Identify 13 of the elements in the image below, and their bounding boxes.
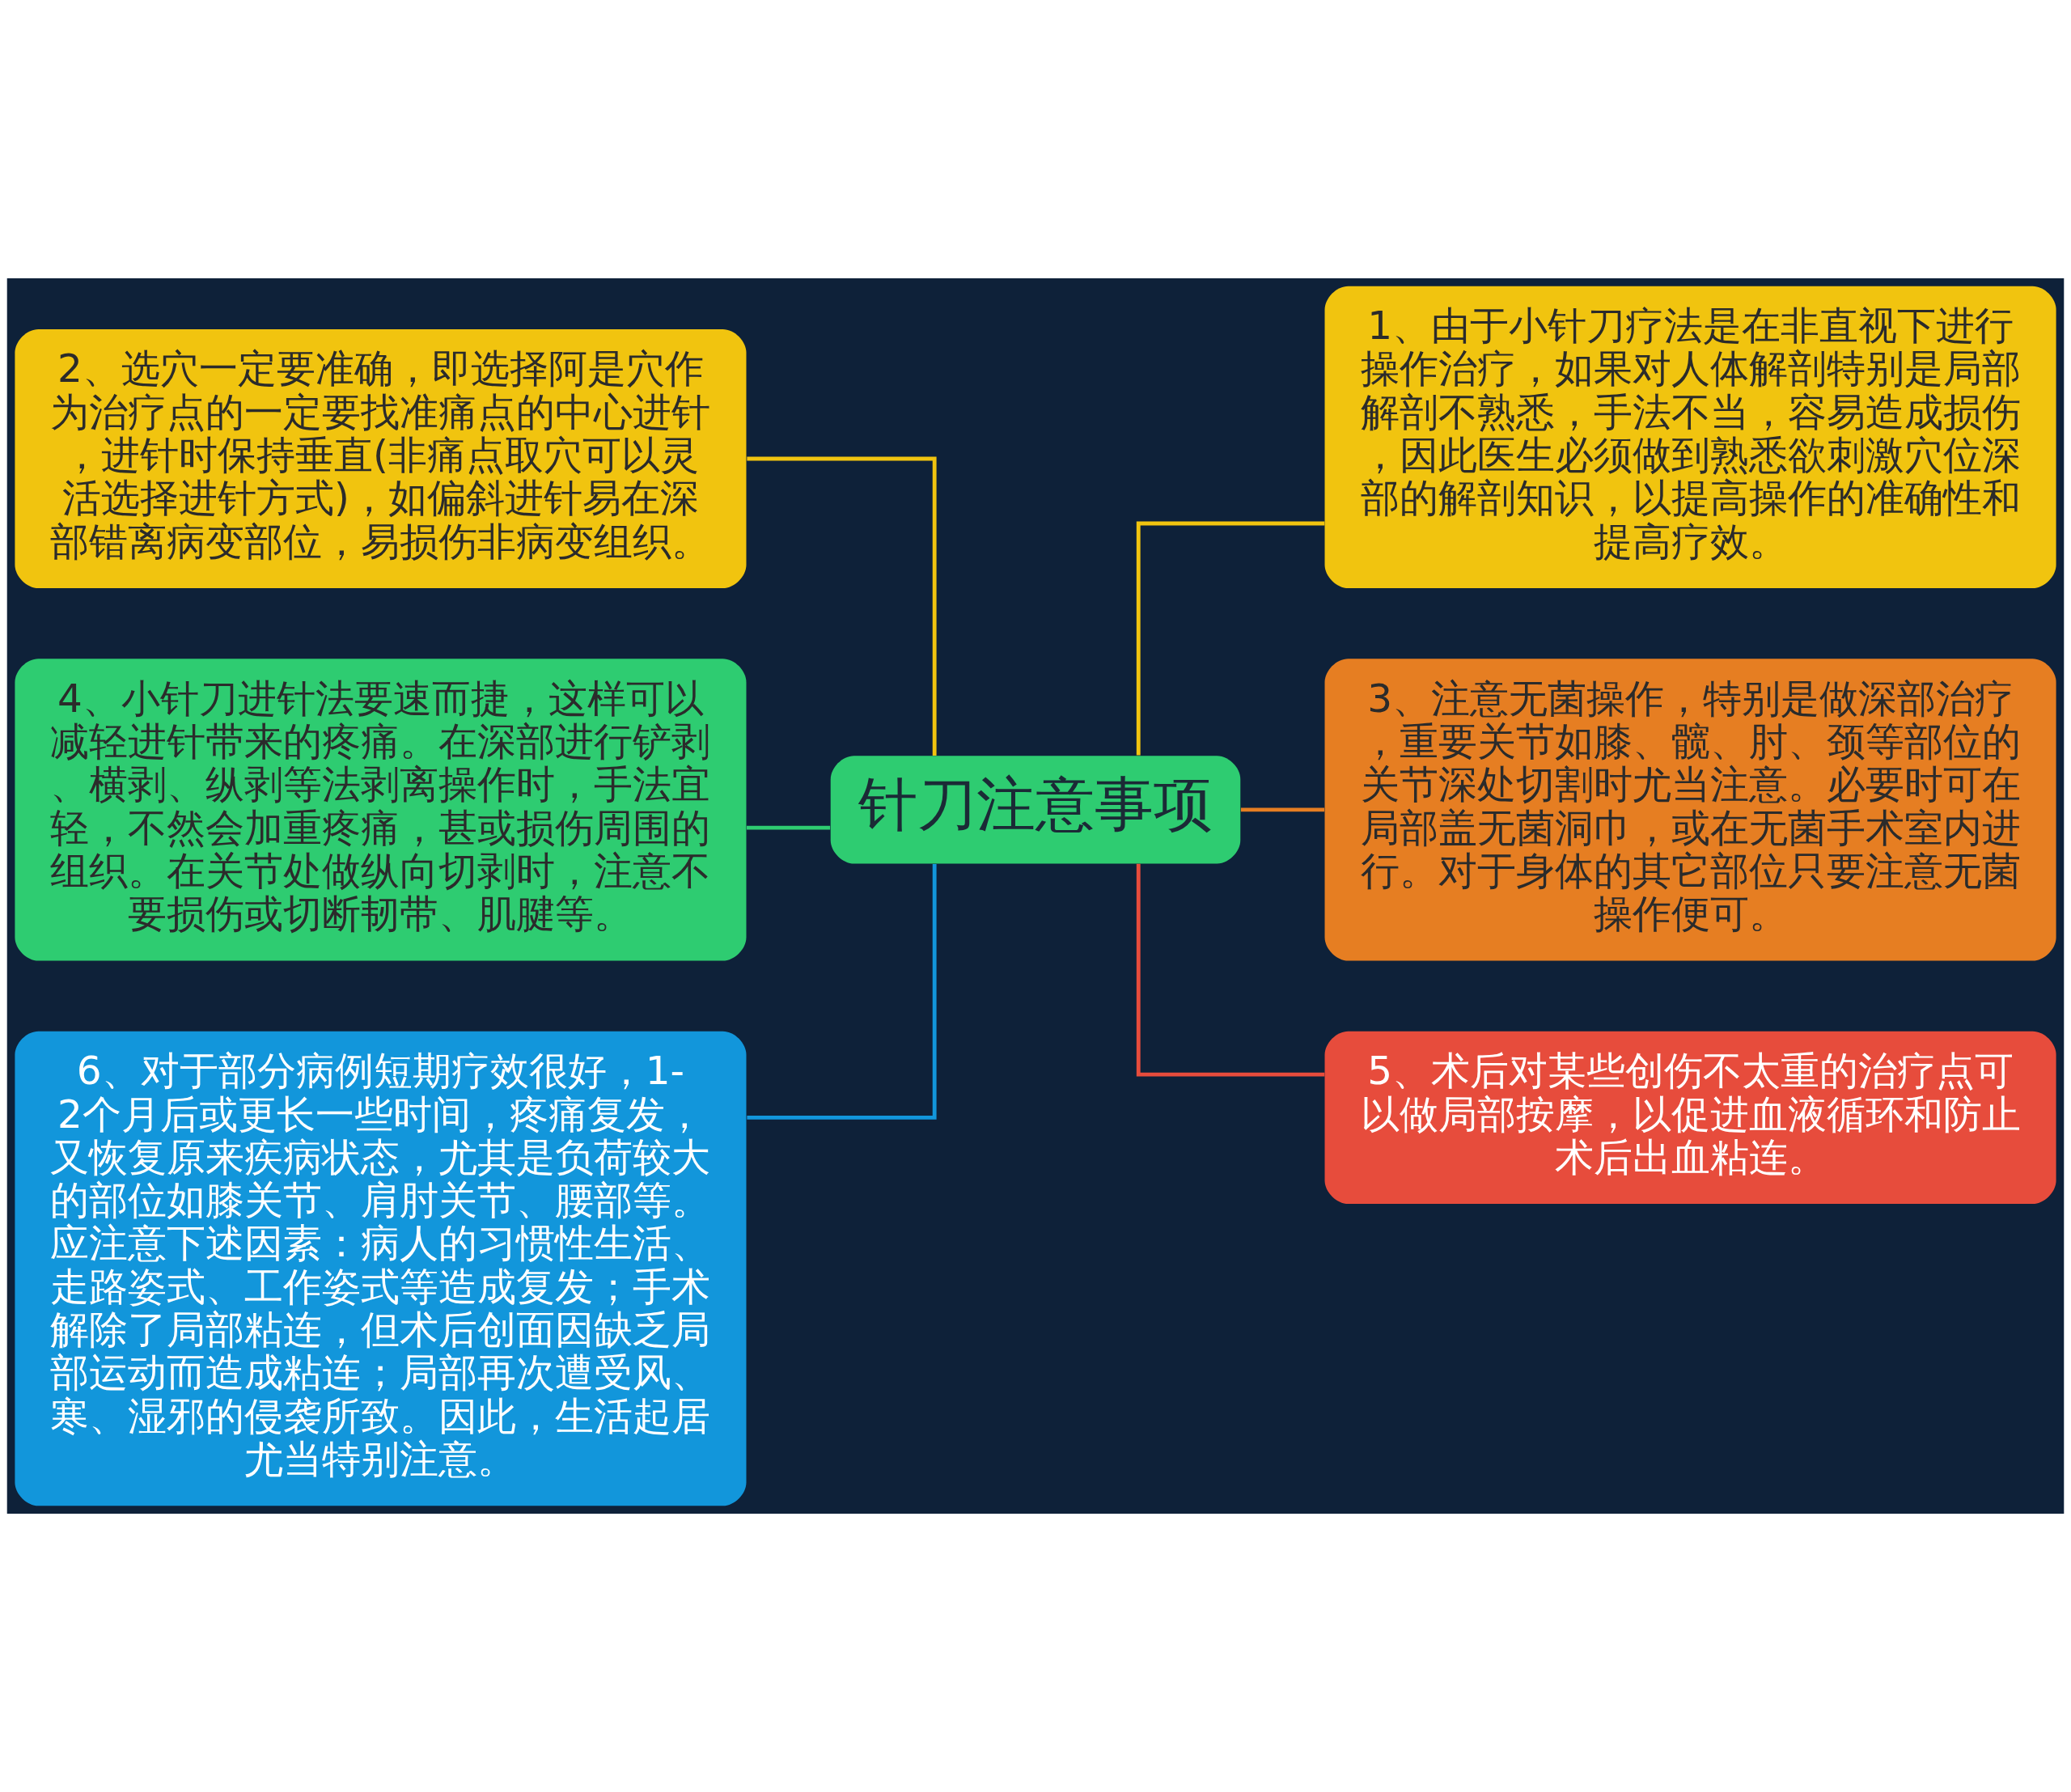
connector: [1240, 807, 1325, 812]
connector: [747, 456, 937, 756]
connector: [1136, 863, 1325, 1077]
node-box: 针刀注意事项: [830, 756, 1241, 864]
node-box: 2、选穴一定要准确，即选择阿是穴作为治疗点的一定要找准痛点的中心进针，进针时保持垂直(非痛点取穴可以灵活选择进针方式)，如偏斜进针易在深部错离病变部位，易损伤非病变组织。: [15, 329, 747, 588]
node-box: 6、对于部分病例短期疗效很好，1-2个月后或更长一些时间，疼痛复发，又恢复原来疾病状态，尤其是负荷较大的部位如膝关节、肩肘关节、腰部等。应注意下述因素：病人的习惯性生活、走路姿式、工作姿式等造成复发；手术解除了局部粘连，但术后创面因缺乏局部运动而造成粘连；局部再次遭受风、寒、湿邪的侵袭所致。因此，生活起居尤当特别注意。: [15, 1031, 747, 1506]
node-box: 3、注意无菌操作，特别是做深部治疗，重要关节如膝、髋、肘、颈等部位的关节深处切割时尤当注意。必要时可在局部盖无菌洞巾，或在无菌手术室内进行。对于身体的其它部位只要注意无菌操作便可。: [1324, 659, 2056, 961]
connector: [746, 825, 831, 830]
connector: [1136, 521, 1325, 756]
connector: [747, 864, 937, 1120]
node-box: 1、由于小针刀疗法是在非直视下进行操作治疗，如果对人体解剖特别是局部解剖不熟悉，手法不当，容易造成损伤，因此医生必须做到熟悉欲刺激穴位深部的解剖知识，以提高操作的准确性和提高疗效。: [1324, 286, 2056, 588]
node-box: 4、小针刀进针法要速而捷，这样可以减轻进针带来的疼痛。在深部进行铲剥、横剥、纵剥等法剥离操作时，手法宜轻，不然会加重疼痛，甚或损伤周围的组织。在关节处做纵向切剥时，注意不要损伤或切断韧带、肌腱等。: [15, 659, 747, 961]
node-box: 5、术后对某些创伤不太重的治疗点可以做局部按摩，以促进血液循环和防止术后出血粘连。: [1324, 1031, 2056, 1205]
